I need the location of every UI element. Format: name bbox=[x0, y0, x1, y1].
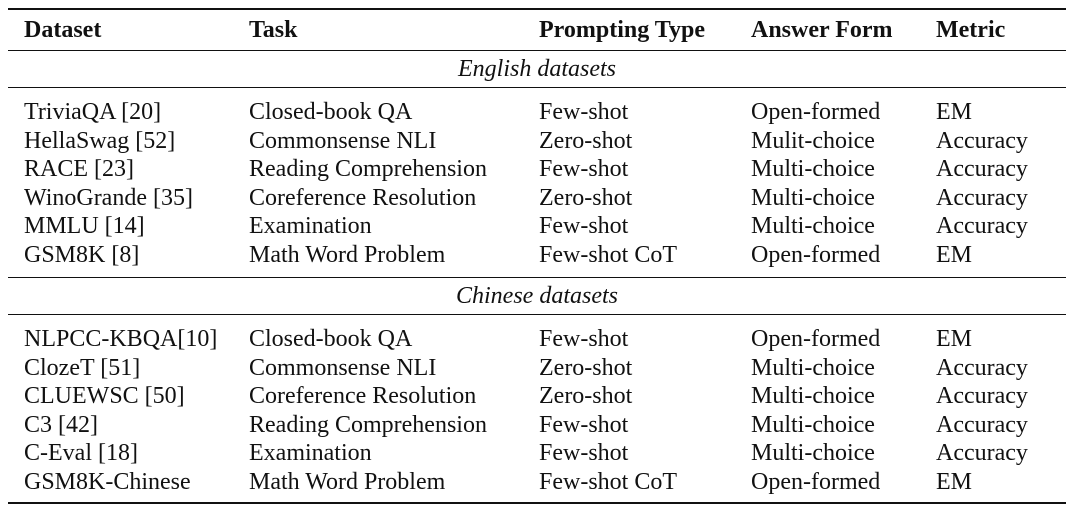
cell-dataset: GSM8K [8] bbox=[24, 241, 140, 268]
table-row: HellaSwag [52] Commonsense NLI Zero-shot… bbox=[8, 127, 1066, 156]
cell-dataset: TriviaQA [20] bbox=[24, 99, 162, 125]
cell-task: Reading Comprehension bbox=[249, 411, 487, 438]
cell-answer-form: Open-formed bbox=[751, 241, 881, 268]
cell-task: Commonsense NLI bbox=[249, 127, 437, 154]
cell-metric: Accuracy bbox=[936, 156, 1028, 182]
cell-prompting-type: Few-shot CoT bbox=[539, 468, 677, 495]
cell-dataset: WinoGrande [35] bbox=[24, 184, 193, 211]
cell-dataset: MMLU [14] bbox=[24, 213, 145, 239]
cell-answer-form: Open-formed bbox=[751, 99, 881, 125]
cell-task: Reading Comprehension bbox=[249, 156, 487, 182]
cell-metric: Accuracy bbox=[936, 440, 1028, 466]
cell-prompting-type: Few-shot bbox=[539, 440, 629, 466]
table-row: C3 [42] Reading Comprehension Few-shot M… bbox=[8, 411, 1066, 440]
cell-dataset: NLPCC-KBQA[10] bbox=[24, 326, 218, 352]
table-header-row: Dataset Task Prompting Type Answer Form … bbox=[8, 10, 1066, 51]
table-row: C-Eval [18] Examination Few-shot Multi-c… bbox=[8, 439, 1066, 468]
cell-answer-form: Multi-choice bbox=[751, 411, 875, 438]
cell-dataset: C-Eval [18] bbox=[24, 440, 138, 466]
cell-metric: Accuracy bbox=[936, 184, 1028, 211]
table-row: ClozeT [51] Commonsense NLI Zero-shot Mu… bbox=[8, 354, 1066, 383]
table-row: GSM8K-Chinese Math Word Problem Few-shot… bbox=[8, 468, 1066, 497]
cell-prompting-type: Few-shot bbox=[539, 411, 629, 438]
section-header-english: English datasets bbox=[8, 50, 1066, 88]
cell-prompting-type: Zero-shot bbox=[539, 354, 633, 381]
cell-metric: Accuracy bbox=[936, 127, 1028, 154]
table-row: MMLU [14] Examination Few-shot Multi-cho… bbox=[8, 212, 1066, 241]
section-title-chinese: Chinese datasets bbox=[8, 277, 1066, 315]
table-row: GSM8K [8] Math Word Problem Few-shot CoT… bbox=[8, 241, 1066, 270]
cell-answer-form: Multi-choice bbox=[751, 383, 875, 409]
cell-prompting-type: Few-shot bbox=[539, 326, 629, 352]
cell-prompting-type: Few-shot bbox=[539, 156, 629, 182]
cell-prompting-type: Few-shot bbox=[539, 99, 629, 125]
table-row: TriviaQA [20] Closed-book QA Few-shot Op… bbox=[8, 98, 1066, 127]
cell-task: Examination bbox=[249, 440, 372, 466]
cell-prompting-type: Zero-shot bbox=[539, 127, 633, 154]
cell-metric: EM bbox=[936, 326, 972, 352]
cell-prompting-type: Zero-shot bbox=[539, 383, 633, 409]
cell-answer-form: Mulit-choice bbox=[751, 127, 875, 154]
cell-dataset: HellaSwag [52] bbox=[24, 127, 176, 154]
cell-task: Closed-book QA bbox=[249, 326, 413, 352]
cell-task: Coreference Resolution bbox=[249, 184, 477, 211]
cell-metric: EM bbox=[936, 99, 972, 125]
table-row: RACE [23] Reading Comprehension Few-shot… bbox=[8, 155, 1066, 184]
cell-task: Math Word Problem bbox=[249, 241, 446, 268]
cell-prompting-type: Few-shot bbox=[539, 213, 629, 239]
cell-answer-form: Multi-choice bbox=[751, 156, 875, 182]
section-title-english: English datasets bbox=[8, 50, 1066, 88]
cell-prompting-type: Zero-shot bbox=[539, 184, 633, 211]
cell-task: Examination bbox=[249, 213, 372, 239]
cell-task: Coreference Resolution bbox=[249, 383, 477, 409]
table-row: CLUEWSC [50] Coreference Resolution Zero… bbox=[8, 382, 1066, 411]
cell-answer-form: Multi-choice bbox=[751, 213, 875, 239]
cell-task: Commonsense NLI bbox=[249, 354, 437, 381]
dataset-table-container: Dataset Task Prompting Type Answer Form … bbox=[8, 8, 1066, 504]
table-row: WinoGrande [35] Coreference Resolution Z… bbox=[8, 184, 1066, 213]
cell-metric: Accuracy bbox=[936, 354, 1028, 381]
header-dataset: Dataset bbox=[8, 10, 249, 51]
dataset-table: Dataset Task Prompting Type Answer Form … bbox=[8, 8, 1066, 504]
cell-dataset: CLUEWSC [50] bbox=[24, 383, 185, 409]
cell-dataset: RACE [23] bbox=[24, 156, 134, 182]
table-row: NLPCC-KBQA[10] Closed-book QA Few-shot O… bbox=[8, 325, 1066, 354]
cell-metric: EM bbox=[936, 241, 972, 268]
section-header-chinese: Chinese datasets bbox=[8, 277, 1066, 315]
header-task: Task bbox=[249, 10, 539, 51]
cell-answer-form: Open-formed bbox=[751, 468, 881, 495]
header-answer-form: Answer Form bbox=[751, 10, 936, 51]
cell-dataset: C3 [42] bbox=[24, 411, 98, 438]
cell-answer-form: Multi-choice bbox=[751, 184, 875, 211]
cell-metric: EM bbox=[936, 468, 972, 495]
header-prompting-type: Prompting Type bbox=[539, 10, 751, 51]
cell-answer-form: Multi-choice bbox=[751, 354, 875, 381]
cell-metric: Accuracy bbox=[936, 411, 1028, 438]
cell-dataset: ClozeT [51] bbox=[24, 354, 141, 381]
cell-task: Math Word Problem bbox=[249, 468, 446, 495]
cell-metric: Accuracy bbox=[936, 383, 1028, 409]
cell-task: Closed-book QA bbox=[249, 99, 413, 125]
cell-answer-form: Open-formed bbox=[751, 326, 881, 352]
cell-dataset: GSM8K-Chinese bbox=[24, 468, 191, 495]
cell-metric: Accuracy bbox=[936, 213, 1028, 239]
header-metric: Metric bbox=[936, 10, 1066, 51]
cell-answer-form: Multi-choice bbox=[751, 440, 875, 466]
cell-prompting-type: Few-shot CoT bbox=[539, 241, 677, 268]
